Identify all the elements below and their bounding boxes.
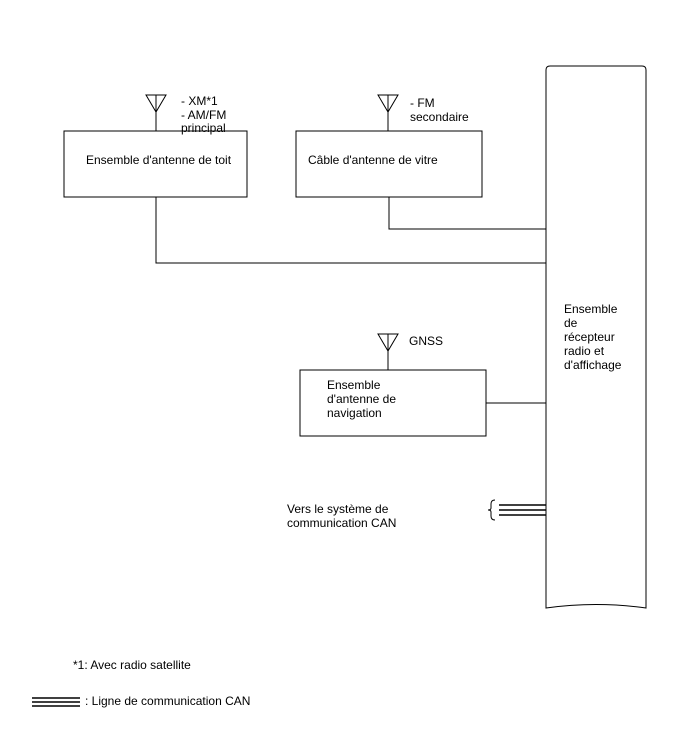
gnss-antenna-icon — [377, 333, 399, 370]
glass-antenna-icon — [377, 94, 399, 131]
legend-label: : Ligne de communication CAN — [85, 694, 251, 708]
can-line — [499, 504, 546, 516]
roof-antenna-label-principal: principal — [181, 121, 226, 135]
receiver-title: Ensemble de récepteur radio et d'afficha… — [564, 302, 622, 372]
glass-antenna-title: Câble d'antenne de vitre — [308, 153, 438, 167]
gnss-label: GNSS — [409, 334, 444, 348]
roof-antenna-wire — [155, 197, 546, 264]
glass-antenna-wire — [388, 197, 546, 230]
receiver-box — [545, 65, 647, 609]
can-destination-label: Vers le système de communication CAN — [287, 502, 397, 530]
glass-antenna-label-secondaire: secondaire — [410, 110, 469, 124]
legend-can-line-symbol — [32, 697, 80, 707]
roof-antenna-label-amfm: - AM/FM — [181, 108, 227, 122]
can-brace — [487, 499, 496, 521]
roof-antenna-label-xm: - XM*1 — [181, 94, 218, 108]
roof-antenna-icon — [145, 94, 167, 131]
roof-antenna-title: Ensemble d'antenne de toit — [86, 153, 232, 167]
navigation-antenna-title: Ensemble d'antenne de navigation — [327, 378, 397, 420]
glass-antenna-label-fm: - FM — [410, 96, 435, 110]
footnote: *1: Avec radio satellite — [73, 658, 191, 672]
